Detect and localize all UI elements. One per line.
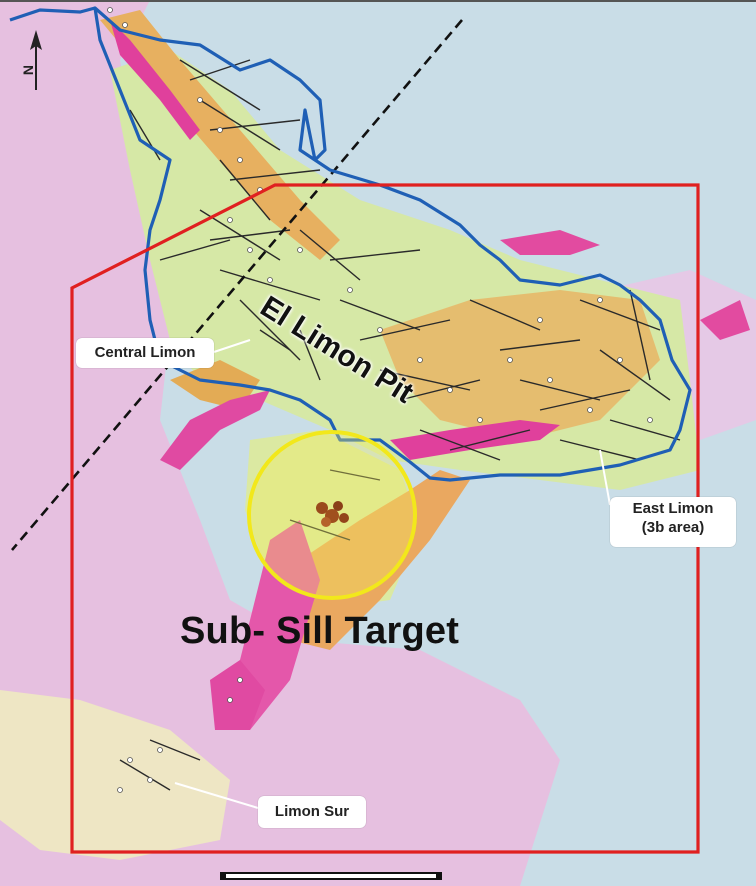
magenta-dyke-7 (210, 660, 265, 730)
fault-line (11, 19, 463, 551)
sub-sill-target-label: Sub- Sill Target (180, 610, 460, 652)
target-mineralization (316, 501, 349, 527)
scale-bar (220, 872, 442, 880)
central-limon-label: Central Limon (94, 344, 196, 361)
orange-unit-2 (380, 290, 660, 440)
east-limon-callout: East Limon (3b area) (610, 497, 736, 547)
pit-outline-north (9, 6, 96, 22)
magenta-dyke-4 (390, 420, 560, 460)
central-limon-callout: Central Limon (76, 338, 214, 368)
orange-unit-3 (290, 470, 470, 650)
magenta-dyke-6 (700, 300, 750, 340)
magenta-dyke-1 (110, 20, 200, 140)
east-limon-sublabel: (3b area) (641, 519, 705, 536)
limon-sur-label: Limon Sur (274, 803, 350, 820)
pink-unit-west (0, 0, 560, 886)
beige-unit-sur (0, 690, 230, 860)
north-arrow-icon (30, 30, 42, 90)
north-label: N (20, 64, 37, 76)
drill-collars (107, 7, 653, 793)
leader-central (213, 339, 251, 353)
orange-unit-1 (100, 10, 340, 260)
east-limon-label: East Limon (632, 500, 714, 517)
magenta-dyke-5 (500, 230, 600, 255)
leader-east (599, 449, 611, 506)
limon-sur-callout: Limon Sur (258, 796, 366, 828)
drill-traces (119, 59, 681, 791)
magenta-dyke-2 (160, 390, 270, 470)
claim-boundary (70, 183, 700, 854)
leader-sur (174, 782, 259, 809)
orange-unit-4 (170, 360, 260, 410)
